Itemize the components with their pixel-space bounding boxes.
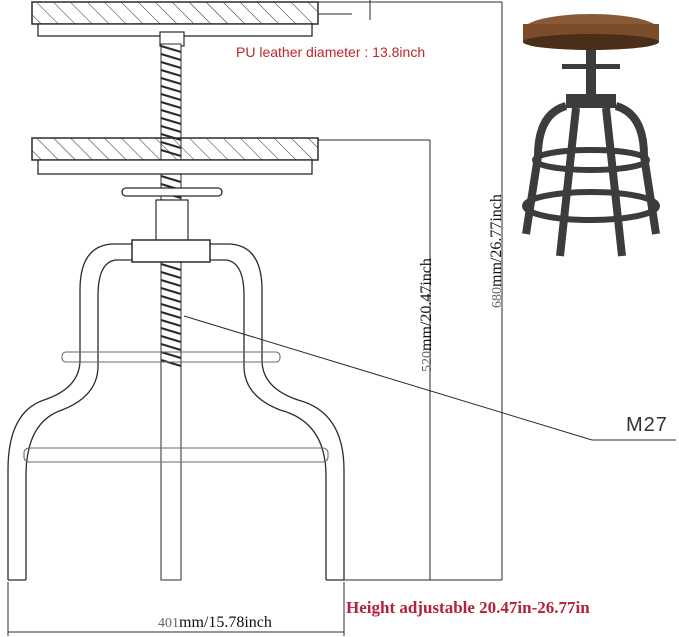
thread-size-label: M27: [626, 414, 668, 436]
min-height-mm: 520: [420, 351, 435, 372]
frame-legs: [7, 243, 345, 581]
min-height-rest: mm/20.47inch: [418, 258, 435, 351]
seat-lowered: [31, 137, 319, 175]
adjustment-handle: [121, 187, 223, 245]
height-adjustable-label: Height adjustable 20.47in-26.77in: [346, 598, 590, 617]
frame-hub: [131, 239, 211, 263]
foot-rings: [23, 351, 329, 463]
pu-diameter-label: PU leather diameter : 13.8inch: [236, 44, 426, 60]
width-rest: mm/15.78inch: [179, 614, 272, 631]
top-dimension-lines: [318, 0, 502, 20]
max-height-rest: mm/26.77inch: [488, 194, 505, 287]
width-label: 401mm/15.78inch: [158, 614, 272, 632]
max-height-mm: 680: [490, 287, 505, 308]
dimension-lines: [7, 2, 503, 636]
width-mm: 401: [158, 616, 179, 631]
threaded-screw: [160, 43, 182, 581]
seat-top-raised: [31, 1, 319, 47]
max-height-label: 680mm/26.77inch: [488, 194, 506, 308]
industrial-bar-stool-icon: [522, 14, 660, 257]
thread-leader-line: [183, 315, 676, 441]
min-height-label: 520mm/20.47inch: [418, 258, 436, 372]
